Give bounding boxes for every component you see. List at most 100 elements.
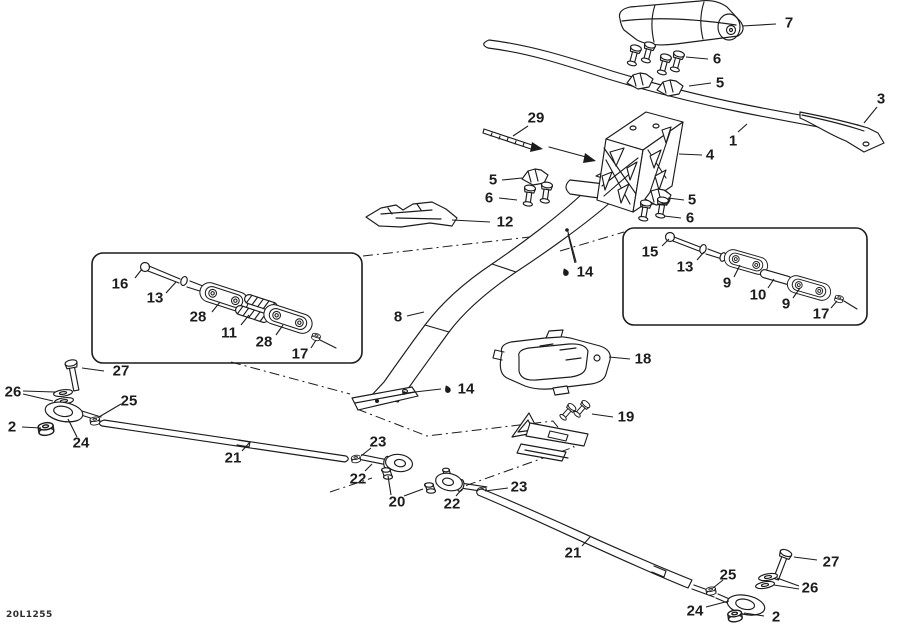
callout-leader-3 <box>863 106 878 124</box>
callout-15: 15 <box>642 244 659 261</box>
callout-26: 26 <box>5 384 22 401</box>
diagram-code: 20L1255 <box>6 610 53 620</box>
part-steering-bracket <box>511 398 592 462</box>
callout-leader-5 <box>667 197 685 201</box>
callout-leader-17 <box>310 339 317 349</box>
callout-24: 24 <box>687 603 704 620</box>
callout-25: 25 <box>121 393 138 410</box>
callout-18: 18 <box>635 351 652 368</box>
callout-leader-20 <box>403 488 424 497</box>
callout-14: 14 <box>577 264 594 281</box>
left-ball-joint-assembly <box>36 358 102 437</box>
callout-9: 9 <box>723 275 731 292</box>
part-riser-block <box>596 111 684 213</box>
callout-leader-27 <box>81 367 105 372</box>
callout-leader-26 <box>22 390 56 393</box>
callout-leader-2 <box>743 612 765 617</box>
callout-leader-4 <box>678 153 703 156</box>
callout-leader-7 <box>741 23 777 27</box>
callout-21: 21 <box>565 545 582 562</box>
callout-leader-10 <box>767 278 775 289</box>
callout-6: 6 <box>686 210 694 227</box>
callout-leader-11 <box>240 314 250 326</box>
callout-leader-25 <box>712 579 724 589</box>
right-ball-joint-assembly <box>691 547 794 624</box>
callout-leader-8 <box>406 311 425 317</box>
part-support-bracket <box>365 201 458 228</box>
callout-leader-16 <box>134 268 143 279</box>
callout-27: 27 <box>113 363 130 380</box>
callout-leader-18 <box>608 356 631 360</box>
callout-leader-6 <box>498 197 518 201</box>
callout-leader-6 <box>663 215 682 219</box>
callout-leader-20 <box>387 475 392 496</box>
callout-leader-29 <box>512 125 529 137</box>
inset-detail-right <box>622 227 868 326</box>
callout-4: 4 <box>706 147 715 164</box>
callout-leader-23 <box>360 447 372 457</box>
callout-leader-28 <box>275 324 284 336</box>
grease-droplet-icon <box>563 268 569 276</box>
callout-22: 22 <box>444 496 461 513</box>
callout-24: 24 <box>73 435 90 452</box>
callout-19: 19 <box>618 409 635 426</box>
callout-leader-21 <box>241 441 251 452</box>
callout-leader-13 <box>165 281 177 294</box>
callout-13: 13 <box>147 290 164 307</box>
callout-8: 8 <box>394 309 402 326</box>
callout-leader-21 <box>581 536 591 547</box>
callout-5: 5 <box>489 172 497 189</box>
callout-leader-13 <box>696 251 705 261</box>
callout-1: 1 <box>729 133 737 150</box>
callout-25: 25 <box>720 567 737 584</box>
callout-leader-26 <box>776 577 800 587</box>
callout-28: 28 <box>190 309 207 326</box>
callout-leader-19 <box>591 413 614 418</box>
callout-28: 28 <box>256 334 273 351</box>
callout-12: 12 <box>497 214 514 231</box>
part-handle-guard <box>799 111 885 153</box>
callout-29: 29 <box>528 110 545 127</box>
callout-leader-9 <box>733 264 741 278</box>
part-tie-rod-right <box>476 488 693 589</box>
callout-23: 23 <box>511 479 528 496</box>
callout-27: 27 <box>823 554 840 571</box>
callout-22: 22 <box>350 471 367 488</box>
callout-leader-17 <box>830 300 838 309</box>
grease-droplet-icon <box>445 385 451 393</box>
callout-leader-26 <box>22 393 54 402</box>
callout-leader-14 <box>405 388 442 394</box>
callout-17: 17 <box>292 346 309 363</box>
callout-leader-5 <box>501 177 523 181</box>
callout-9: 9 <box>782 296 790 313</box>
callout-10: 10 <box>750 287 767 304</box>
callout-2: 2 <box>772 609 780 624</box>
callout-leader-24 <box>67 418 78 438</box>
callout-leader-9 <box>792 287 801 299</box>
part-tie-rod-left <box>98 419 349 463</box>
callout-leader-23 <box>484 487 509 492</box>
callout-5: 5 <box>688 192 696 209</box>
callout-13: 13 <box>677 259 694 276</box>
assembly-reference-lines <box>230 231 625 493</box>
inset-detail-left <box>91 252 363 364</box>
callout-leader-2 <box>21 426 42 429</box>
callout-leader-22 <box>364 463 373 472</box>
callout-leader-26 <box>773 584 800 590</box>
callout-16: 16 <box>112 276 129 293</box>
part-handlebar-pad <box>618 0 744 46</box>
callout-11: 11 <box>221 325 237 342</box>
callout-leader-14 <box>567 233 576 264</box>
part-locating-pin <box>482 128 596 163</box>
callout-leader-25 <box>98 403 122 418</box>
callout-leader-28 <box>211 301 221 313</box>
callout-leader-12 <box>451 219 491 223</box>
callout-6: 6 <box>485 190 493 207</box>
callout-26: 26 <box>802 580 819 597</box>
part-support-plate <box>492 329 611 396</box>
callout-5: 5 <box>716 75 724 92</box>
callout-7: 7 <box>785 15 793 32</box>
